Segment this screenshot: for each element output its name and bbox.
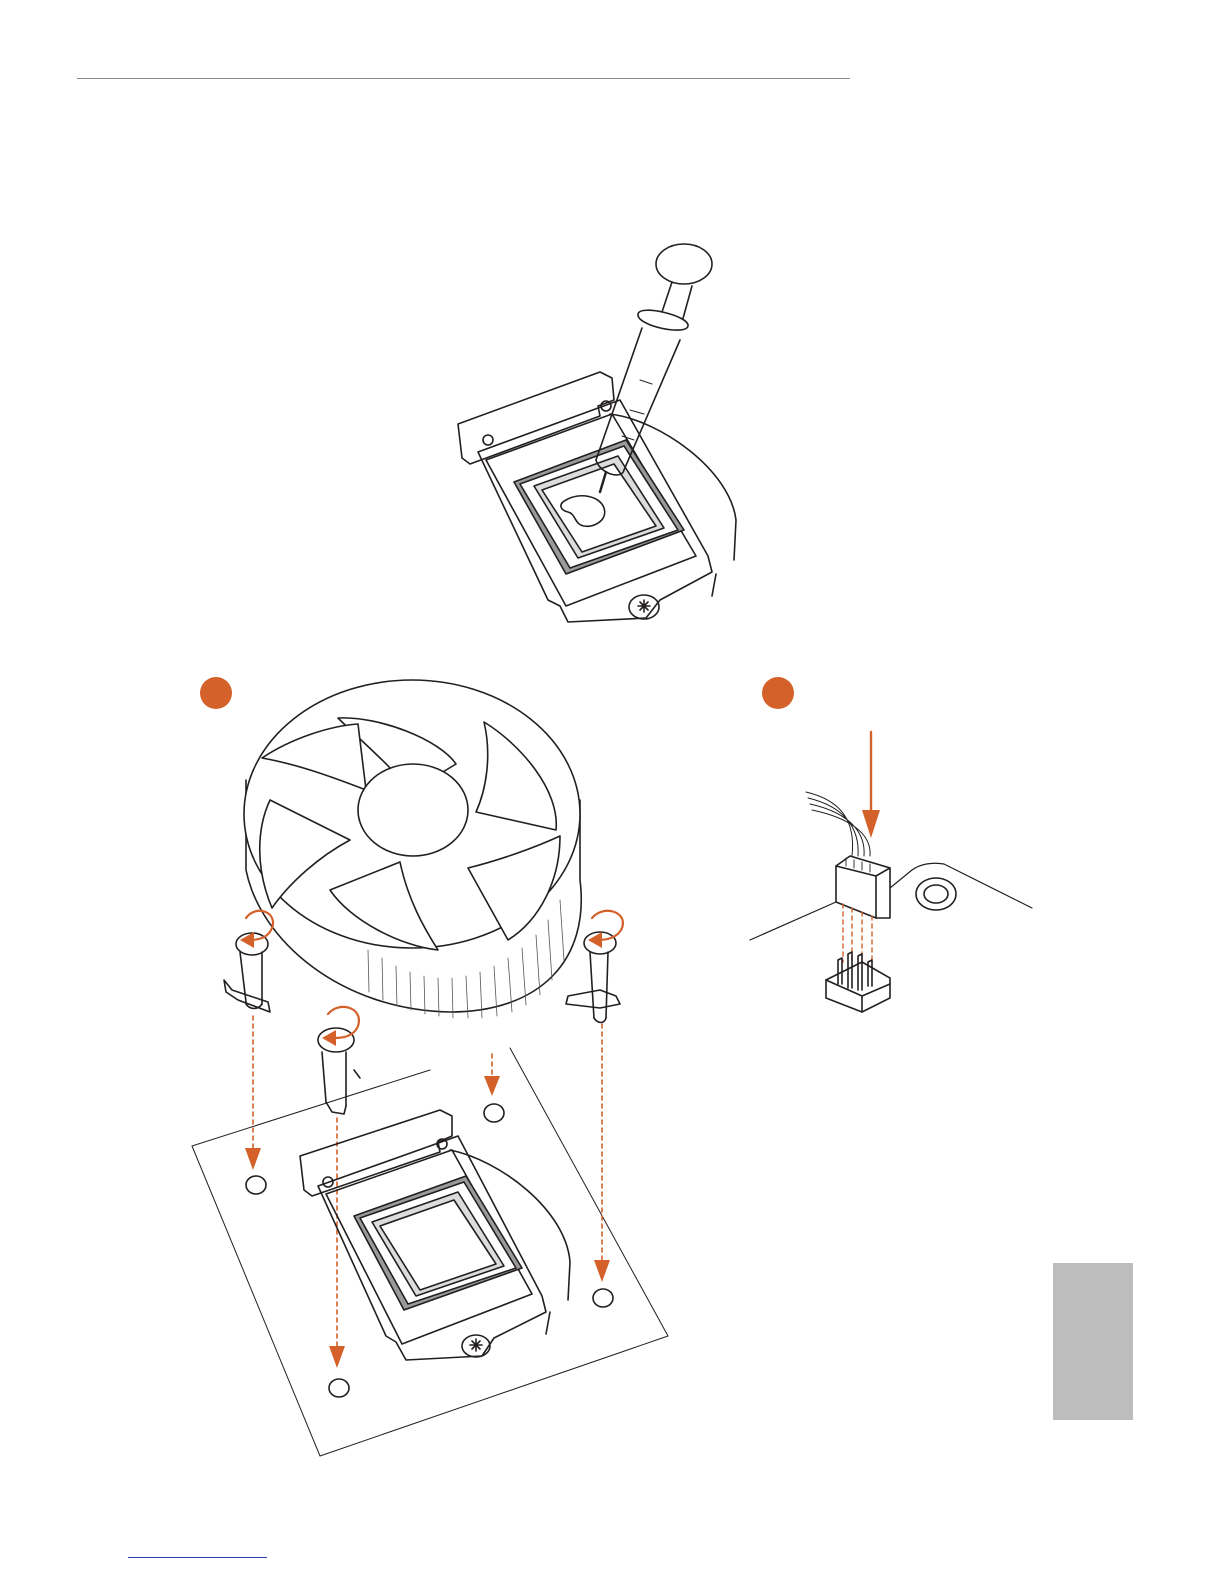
fan-connector bbox=[836, 856, 890, 918]
rotate-arrowheads bbox=[240, 932, 602, 1046]
screw-star bbox=[638, 600, 650, 612]
board-edge bbox=[750, 863, 1032, 940]
board-mount-hole-inner bbox=[924, 885, 948, 903]
thermal-paste-figure bbox=[458, 244, 736, 622]
language-sidebar-tab bbox=[1053, 1263, 1133, 1420]
fan-cable bbox=[806, 792, 870, 856]
mount-hole bbox=[593, 1289, 613, 1307]
fan-header-figure bbox=[750, 732, 1032, 1012]
fan-hub bbox=[358, 764, 468, 856]
mount-hole bbox=[329, 1379, 349, 1397]
push-pin-front bbox=[318, 1028, 360, 1114]
board-mount-hole-outer bbox=[916, 878, 956, 910]
board-screw-star bbox=[470, 1339, 482, 1351]
footer-link-underline[interactable] bbox=[128, 1557, 267, 1558]
step-1-badge bbox=[200, 677, 232, 709]
insert-arrow-icon bbox=[862, 810, 880, 838]
step-2-badge bbox=[762, 677, 794, 709]
cooler-figure bbox=[192, 680, 668, 1456]
mount-hole bbox=[484, 1104, 504, 1122]
socket-hole-left bbox=[483, 435, 493, 445]
cooler-foot-left bbox=[224, 980, 270, 1012]
mount-hole bbox=[246, 1176, 266, 1194]
